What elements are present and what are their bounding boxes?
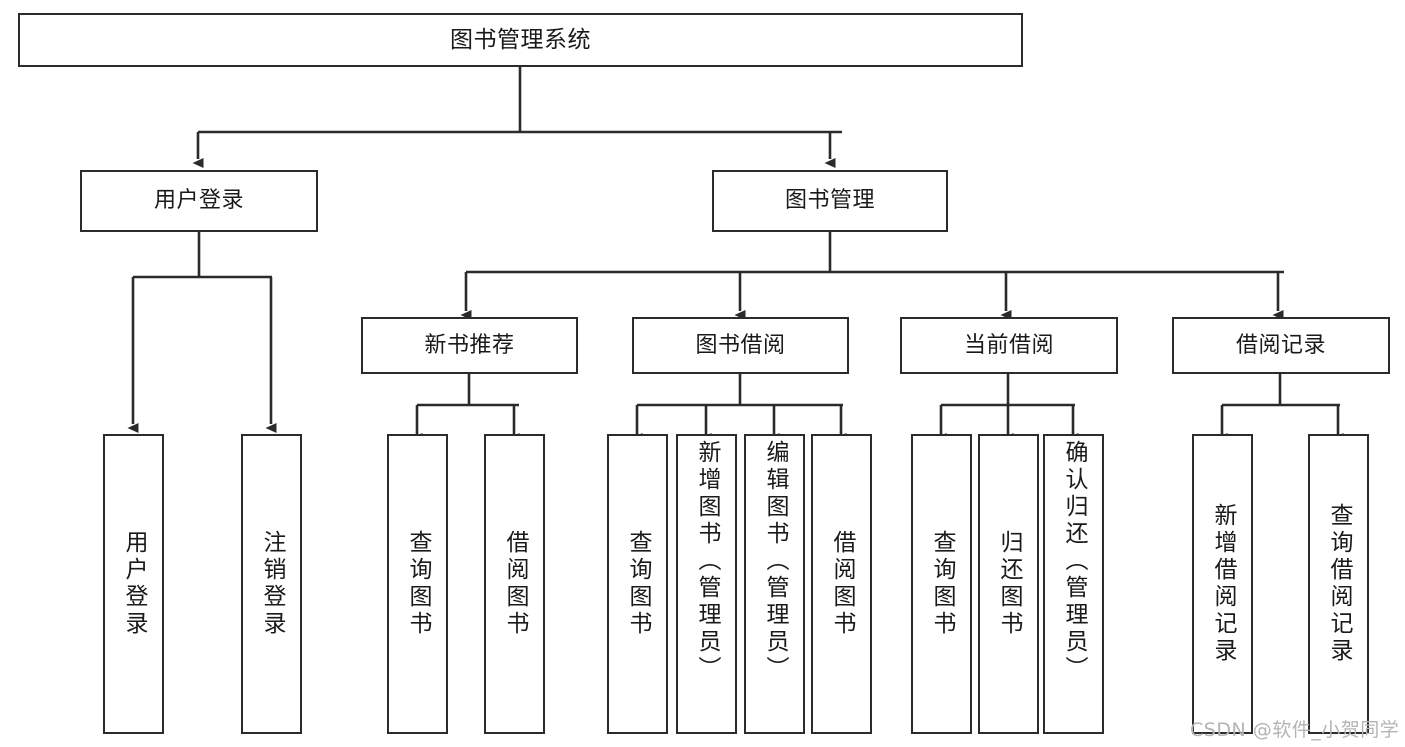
node-label: 确认归还（管理员） (1061, 440, 1087, 683)
leaf-add-borrow-record[interactable]: 新增借阅记录 (1192, 434, 1253, 734)
node-label: 新增借阅记录 (1210, 503, 1236, 665)
node-label: 查询图书 (405, 530, 431, 638)
leaf-return-book[interactable]: 归还图书 (978, 434, 1039, 734)
leaf-edit-book-admin[interactable]: 编辑图书（管理员） (744, 434, 805, 734)
leaf-query-book-new-rec[interactable]: 查询图书 (387, 434, 448, 734)
leaf-borrow-book-new-rec[interactable]: 借阅图书 (484, 434, 545, 734)
node-label: 用户登录 (121, 530, 147, 638)
node-user-login[interactable]: 用户登录 (80, 170, 318, 232)
leaf-query-borrow-record[interactable]: 查询借阅记录 (1308, 434, 1369, 734)
node-label: 查询图书 (625, 530, 651, 638)
node-label: 借阅图书 (502, 530, 528, 638)
leaf-user-login[interactable]: 用户登录 (103, 434, 164, 734)
leaf-add-book-admin[interactable]: 新增图书（管理员） (676, 434, 737, 734)
node-label: 编辑图书（管理员） (762, 440, 788, 683)
node-label: 查询图书 (929, 530, 955, 638)
node-root-book-management-system[interactable]: 图书管理系统 (18, 13, 1023, 67)
leaf-query-book-current[interactable]: 查询图书 (911, 434, 972, 734)
node-label: 图书管理系统 (450, 26, 591, 53)
leaf-confirm-return-admin[interactable]: 确认归还（管理员） (1043, 434, 1104, 734)
node-label: 归还图书 (996, 530, 1022, 638)
node-label: 图书管理 (784, 188, 875, 213)
node-label: 注销登录 (259, 530, 285, 638)
csdn-watermark: CSDN @软件_小贺同学 (1190, 715, 1399, 742)
node-label: 用户登录 (153, 188, 244, 213)
node-current-borrow[interactable]: 当前借阅 (900, 317, 1118, 374)
node-label: 借阅记录 (1235, 332, 1326, 358)
leaf-query-book-borrow[interactable]: 查询图书 (607, 434, 668, 734)
watermark-text: CSDN @软件_小贺同学 (1190, 719, 1400, 741)
node-label: 借阅图书 (829, 530, 855, 638)
leaf-logout[interactable]: 注销登录 (241, 434, 302, 734)
node-label: 当前借阅 (963, 332, 1054, 358)
node-new-book-recommendation[interactable]: 新书推荐 (361, 317, 578, 374)
node-label: 查询借阅记录 (1326, 503, 1352, 665)
node-label: 图书借阅 (695, 332, 786, 358)
leaf-borrow-book-borrow[interactable]: 借阅图书 (811, 434, 872, 734)
node-label: 新书推荐 (424, 332, 515, 358)
node-book-borrow[interactable]: 图书借阅 (632, 317, 849, 374)
node-book-management[interactable]: 图书管理 (712, 170, 948, 232)
node-label: 新增图书（管理员） (694, 440, 720, 683)
node-borrow-record[interactable]: 借阅记录 (1172, 317, 1390, 374)
